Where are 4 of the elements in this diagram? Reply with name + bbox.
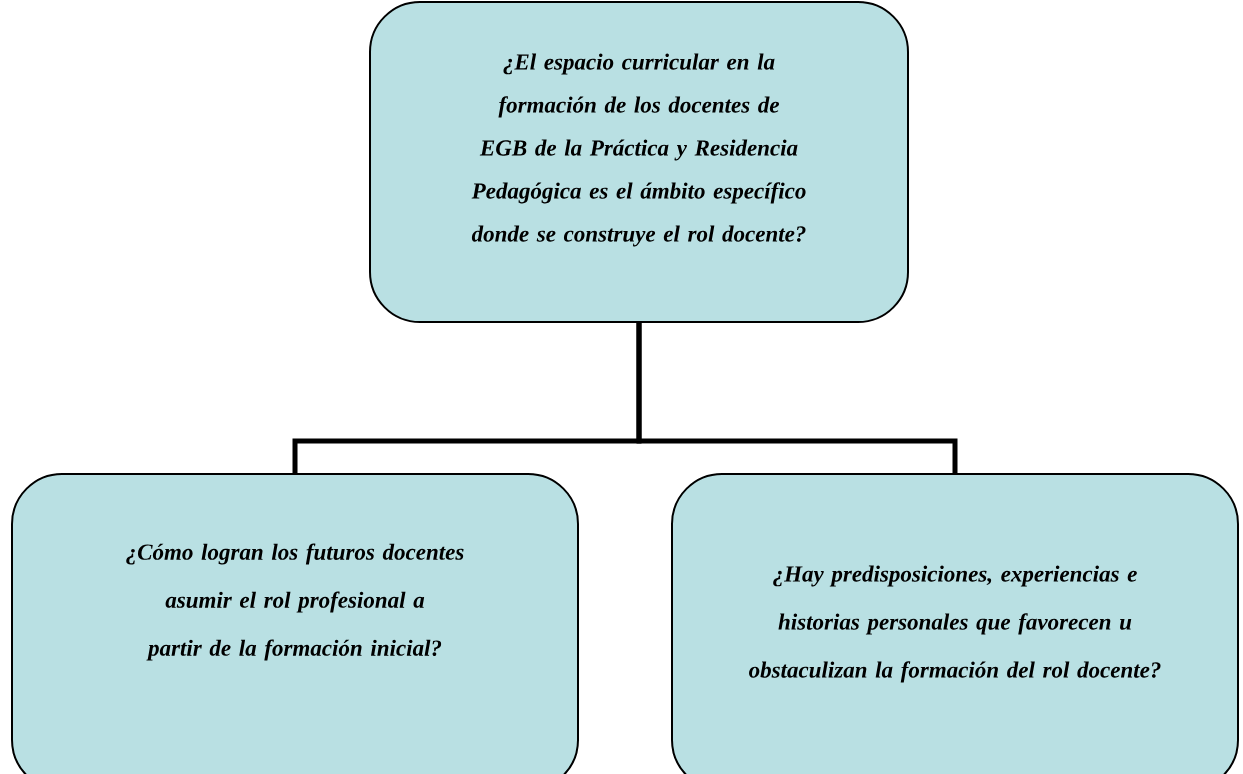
connector-line xyxy=(636,323,958,473)
question-box: ¿Cómo logran los futuros docentes asumir el rol profesional a partir de la formación inicial? xyxy=(11,473,579,774)
question-box: ¿El espacio curricular en la formación de los docentes de EGB de la Práctica y Residencia Pedagógica es el ámbito específico donde se construye el rol docente? xyxy=(369,1,909,323)
question-box: ¿Hay predisposiciones, experiencias e historias personales que favorecen u obstaculizan la formación del rol docente? xyxy=(671,473,1239,774)
